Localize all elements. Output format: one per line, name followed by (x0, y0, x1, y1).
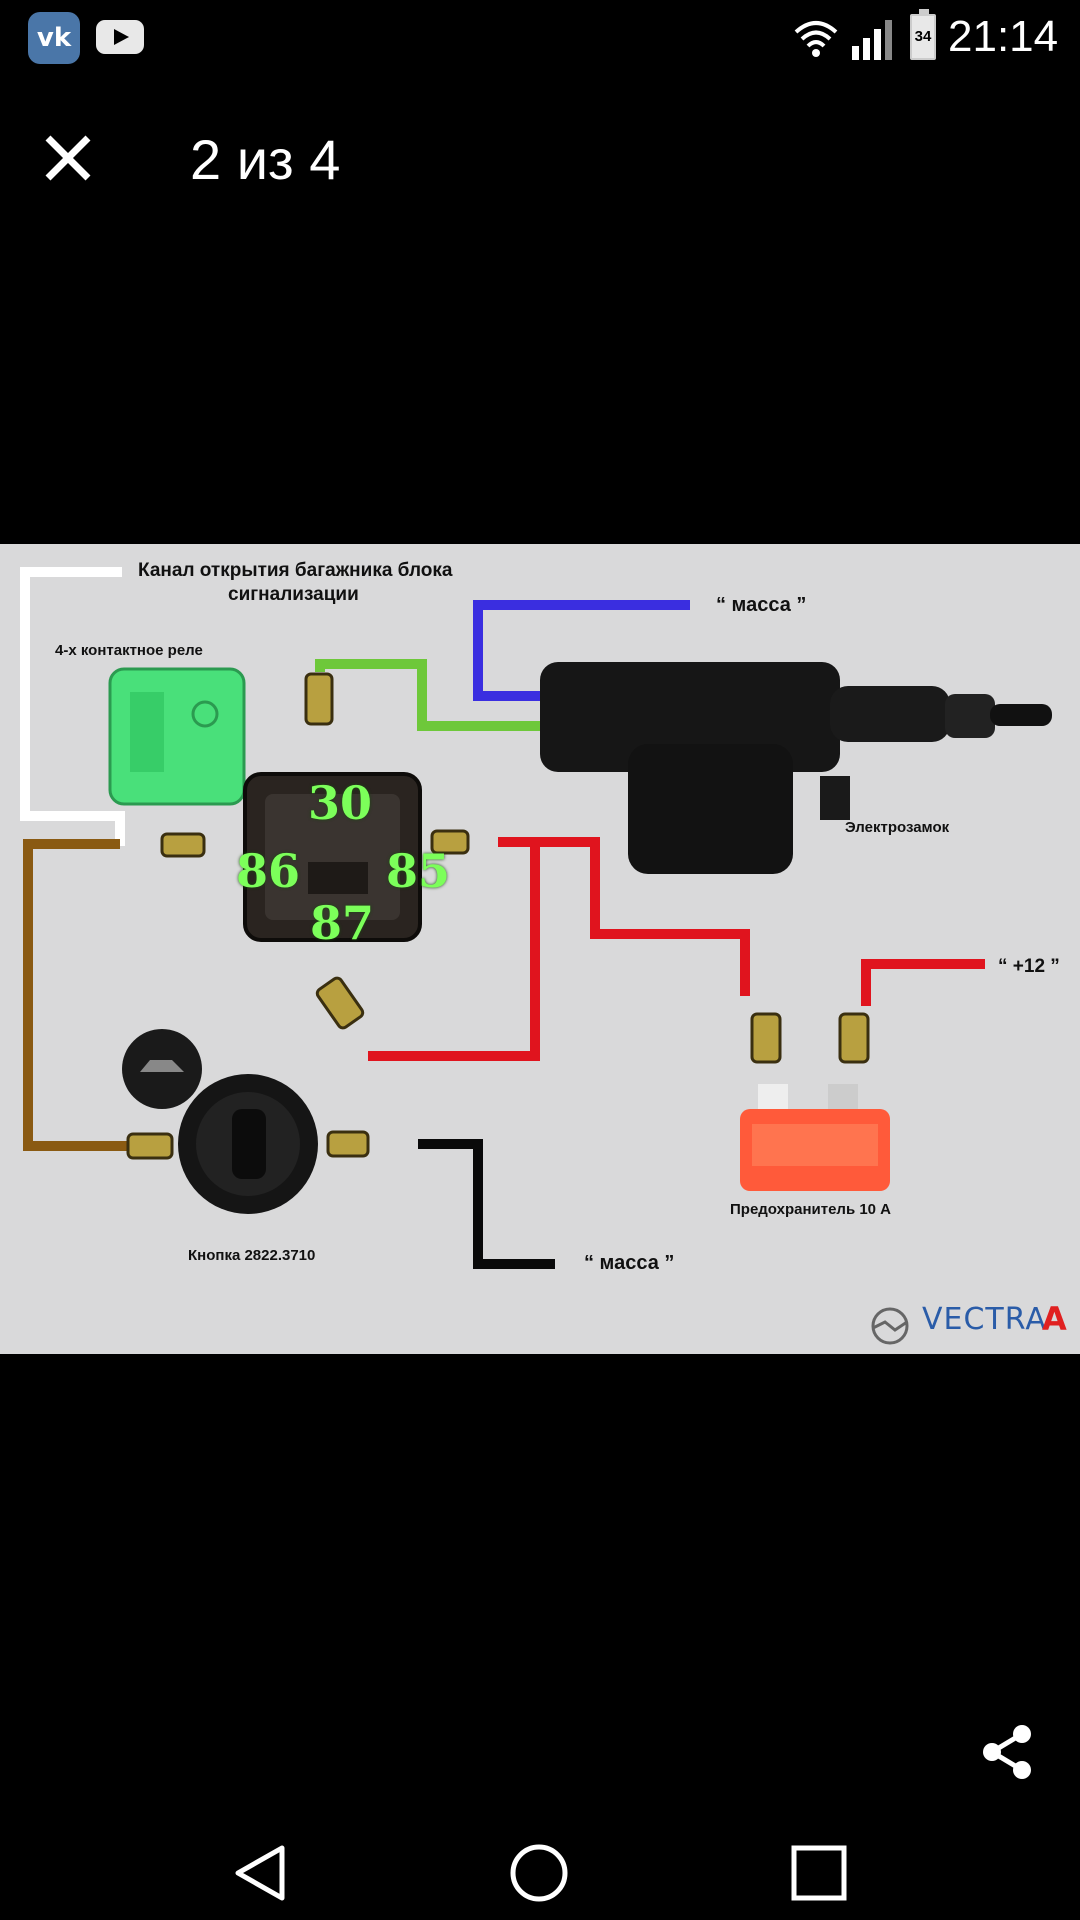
actuator-label: Электрозамок (845, 819, 950, 836)
wiring-diagram-image[interactable]: Канал открытия багажника блока сигнализа… (0, 544, 1080, 1354)
status-bar: vk 34 21:14 (0, 0, 1080, 80)
battery-icon: 34 (910, 9, 936, 60)
brown-wire (23, 839, 128, 1151)
plus12-label: “ +12 ” (998, 956, 1060, 977)
pin-85-label: 85 (386, 844, 451, 898)
actuator-graphic (540, 662, 1052, 874)
clock: 21:14 (948, 12, 1059, 61)
red-wire-87 (368, 842, 540, 1061)
title-line-2: сигнализации (228, 584, 359, 605)
pin-30-label: 30 (308, 776, 373, 830)
fuse-label: Предохранитель 10 А (730, 1201, 892, 1218)
fuse-graphic (740, 1084, 890, 1191)
youtube-icon (96, 20, 144, 54)
red-wire-fuse (498, 837, 750, 996)
back-icon[interactable] (230, 1842, 292, 1904)
connectors (126, 672, 870, 1160)
red-wire-plus12 (861, 959, 985, 1006)
ground-top-label: “ масса ” (716, 594, 807, 616)
signal-icon (852, 20, 892, 60)
relay-label: 4-х контактное реле (55, 642, 203, 659)
opel-logo (871, 1307, 909, 1345)
share-icon[interactable] (978, 1722, 1038, 1782)
ground-bottom-label: “ масса ” (584, 1252, 675, 1274)
black-wire (418, 1139, 555, 1269)
green-wire (315, 659, 540, 731)
brand-label: VECTRA (922, 1302, 1047, 1337)
white-wire (20, 567, 125, 846)
blue-wire (473, 600, 690, 701)
button-label: Кнопка 2822.3710 (188, 1247, 316, 1264)
home-icon[interactable] (508, 1842, 570, 1904)
pin-86-label: 86 (236, 844, 301, 898)
image-counter: 2 из 4 (190, 128, 341, 191)
brand-suffix: A (1042, 1300, 1067, 1338)
pin-87-label: 87 (310, 896, 375, 950)
battery-level: 34 (914, 28, 932, 45)
title-line-1: Канал открытия багажника блока (138, 560, 453, 581)
recents-icon[interactable] (788, 1842, 850, 1904)
diagram-graphics (20, 567, 1052, 1345)
close-icon[interactable] (38, 128, 98, 188)
vk-icon: vk (28, 12, 80, 64)
wifi-icon (794, 21, 838, 57)
